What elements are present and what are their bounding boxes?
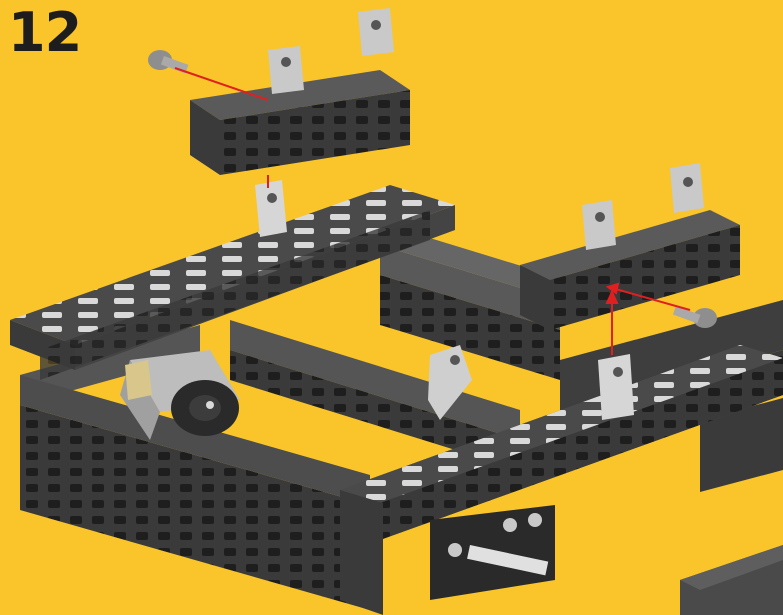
bracket-mid [255, 180, 287, 237]
bracket-lower-right [598, 354, 634, 420]
bracket-right-b [670, 163, 704, 213]
bracket-right-a [582, 200, 616, 250]
gearbox [430, 505, 555, 600]
bracket-top-left [268, 46, 304, 94]
corner-beam [680, 545, 783, 615]
bracket-top-right [358, 8, 394, 56]
